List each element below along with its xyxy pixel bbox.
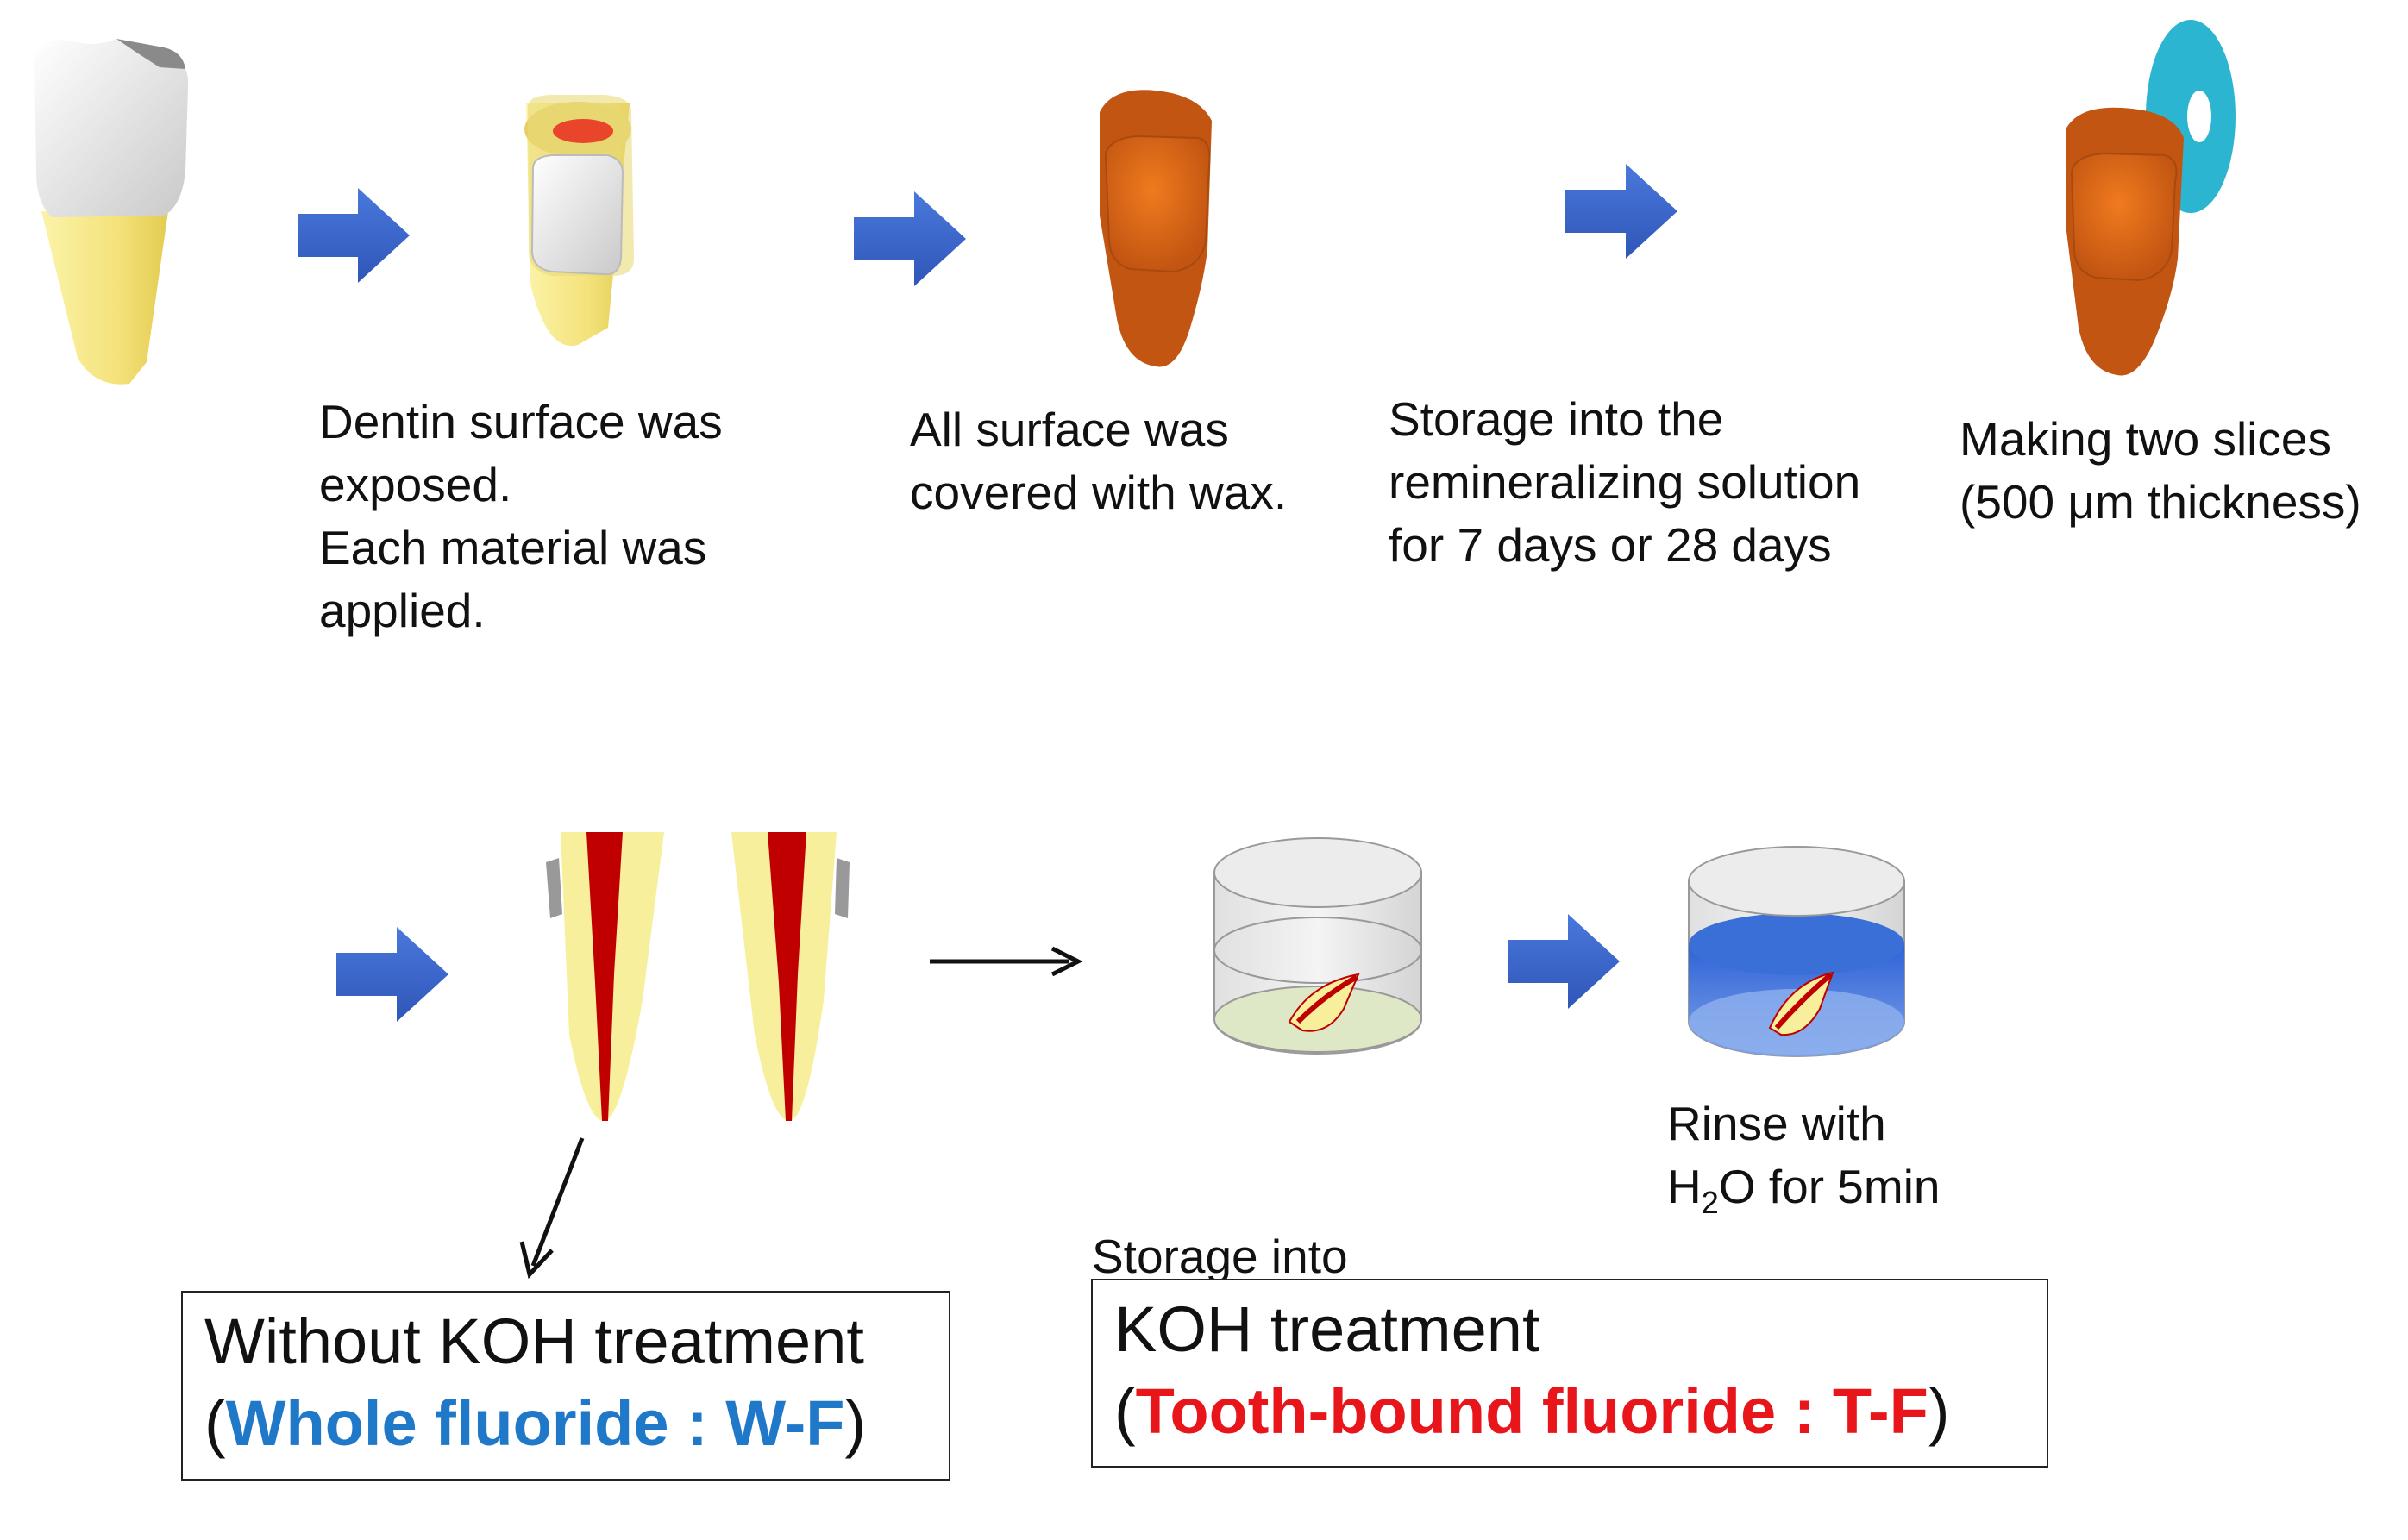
block-arrow-icon (1565, 164, 1677, 259)
tooth-slice-icon (731, 832, 850, 1121)
step2-caption: All surface was covered with wax. (910, 403, 1288, 519)
empty-beaker-icon (1213, 837, 1422, 1055)
block-arrow-icon (298, 188, 410, 283)
step1-caption: Dentin surface was exposed. Each materia… (319, 395, 723, 637)
koh-treatment-title: KOH treatment (1114, 1293, 1540, 1365)
tooth-slice-icon (546, 832, 664, 1121)
rinse-line2: H2O for 5min (1667, 1160, 1941, 1220)
tooth-icon (34, 39, 189, 385)
without-koh-title: Without KOH treatment (204, 1305, 864, 1377)
tooth-bound-fluoride-label: (Tooth-bound fluoride : T-F) (1114, 1375, 1950, 1447)
waxed-tooth-icon (1100, 90, 1212, 367)
process-diagram (34, 20, 2236, 1280)
block-arrow-icon (854, 191, 966, 286)
koh-treatment-box: KOH treatment (Tooth-bound fluoride : T-… (1091, 1279, 2048, 1468)
sliced-tooth-with-disc-icon (2066, 20, 2236, 376)
block-arrow-icon (336, 927, 448, 1022)
line-arrow-icon (930, 946, 1083, 977)
block-arrow-icon (1508, 914, 1620, 1009)
step3-caption: Storage into the remineralizing solution… (1389, 392, 1861, 572)
whole-fluoride-label: (Whole fluoride : W-F) (204, 1387, 867, 1459)
rinse-caption: Rinse with H2O for 5min (1667, 1092, 1941, 1234)
line-arrow-icon (519, 1137, 585, 1280)
water-beaker-icon (1688, 846, 1905, 1057)
step4-caption: Making two slices (500 μm thickness) (1960, 412, 2361, 529)
without-koh-box: Without KOH treatment (Whole fluoride : … (181, 1291, 950, 1481)
prepared-tooth-icon (524, 95, 634, 347)
